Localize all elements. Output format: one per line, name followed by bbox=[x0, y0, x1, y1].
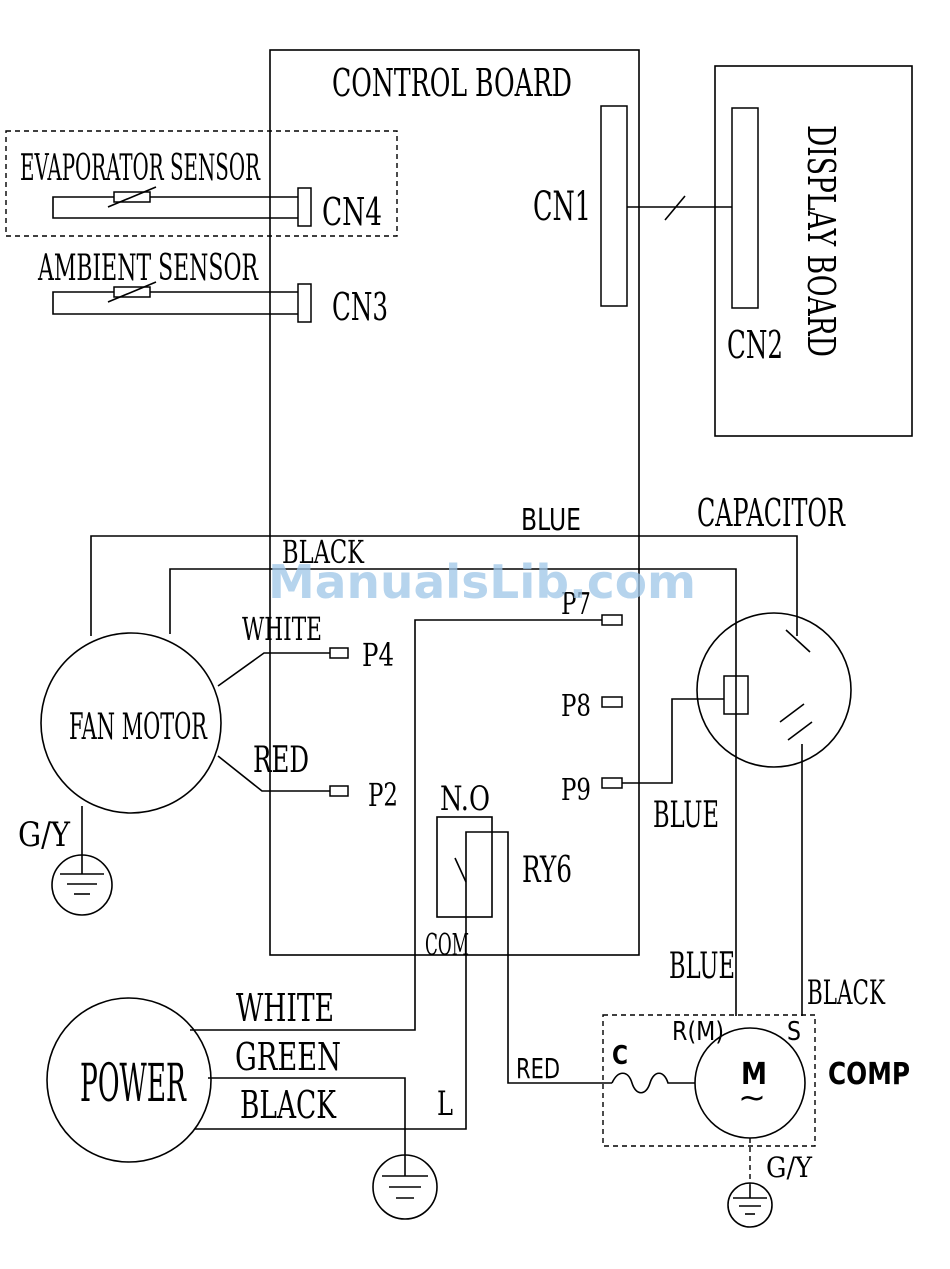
white-power-wire bbox=[190, 620, 602, 1030]
control-board-label: CONTROL BOARD bbox=[332, 61, 572, 105]
blue-top-label: BLUE bbox=[521, 503, 581, 538]
p8-terminal bbox=[602, 697, 622, 707]
p4-label: P4 bbox=[362, 636, 394, 674]
power-label: POWER bbox=[80, 1054, 187, 1114]
ambient-sensor-label: AMBIENT SENSOR bbox=[37, 248, 258, 289]
cn4-label: CN4 bbox=[322, 190, 382, 234]
s-label: S bbox=[787, 1017, 801, 1047]
capacitor-label: CAPACITOR bbox=[697, 491, 846, 535]
relay-switch-contact bbox=[455, 858, 466, 882]
blue-comp-label: BLUE bbox=[669, 946, 735, 987]
black-power-label: BLACK bbox=[240, 1083, 336, 1127]
p8-label: P8 bbox=[561, 689, 591, 724]
p2-label: P2 bbox=[368, 776, 398, 814]
c-label: C bbox=[612, 1041, 628, 1071]
white-power-label: WHITE bbox=[236, 986, 334, 1030]
cn2-connector bbox=[732, 108, 758, 308]
red-comp-label: RED bbox=[516, 1052, 560, 1085]
fan-motor-label: FAN MOTOR bbox=[69, 707, 208, 748]
red-fan-label: RED bbox=[253, 740, 309, 781]
blue-p9-wire bbox=[622, 699, 724, 783]
p9-terminal bbox=[602, 778, 622, 788]
cn3-connector bbox=[298, 284, 311, 322]
watermark: ManualsLib.com bbox=[268, 555, 696, 609]
fan-gy-label: G/Y bbox=[18, 815, 70, 855]
green-power-label: GREEN bbox=[235, 1035, 341, 1079]
no-label: N.O bbox=[440, 779, 490, 819]
display-board-label: DISPLAY BOARD bbox=[799, 125, 843, 357]
evaporator-sensor-label: EVAPORATOR SENSOR bbox=[20, 148, 260, 189]
comp-ground-icon bbox=[728, 1183, 772, 1227]
comp-label: COMP bbox=[828, 1057, 910, 1092]
p7-terminal bbox=[602, 615, 622, 625]
evaporator-thermistor bbox=[108, 187, 156, 207]
p9-label: P9 bbox=[561, 773, 591, 808]
capacitor-terminals bbox=[724, 630, 812, 740]
capacitor bbox=[697, 613, 851, 767]
l-label: L bbox=[437, 1084, 453, 1124]
cn2-label: CN2 bbox=[727, 323, 783, 367]
evaporator-sensor-wire bbox=[53, 197, 298, 218]
ambient-sensor-wire bbox=[53, 292, 298, 314]
white-fan-label: WHITE bbox=[242, 610, 322, 648]
comp-gy-label: G/Y bbox=[766, 1151, 812, 1184]
p4-terminal bbox=[330, 648, 348, 658]
cn1-cn2-bus-mark bbox=[665, 196, 685, 220]
rm-label: R(M) bbox=[672, 1017, 724, 1047]
p2-terminal bbox=[330, 786, 348, 796]
cn3-label: CN3 bbox=[332, 285, 388, 329]
black-comp-label: BLACK bbox=[807, 973, 885, 1013]
ry6-label: RY6 bbox=[522, 850, 572, 891]
compressor-overload bbox=[612, 1073, 695, 1093]
cn1-connector bbox=[601, 106, 627, 306]
power-ground-icon bbox=[373, 1155, 437, 1219]
white-fan-wire bbox=[218, 653, 330, 686]
cn4-connector bbox=[298, 188, 311, 226]
com-label: COM bbox=[425, 928, 469, 963]
fan-ground-icon bbox=[52, 855, 112, 915]
motor-tilde-label: ~ bbox=[738, 1081, 766, 1116]
blue-p9-label: BLUE bbox=[653, 795, 719, 836]
cn1-label: CN1 bbox=[533, 184, 591, 230]
